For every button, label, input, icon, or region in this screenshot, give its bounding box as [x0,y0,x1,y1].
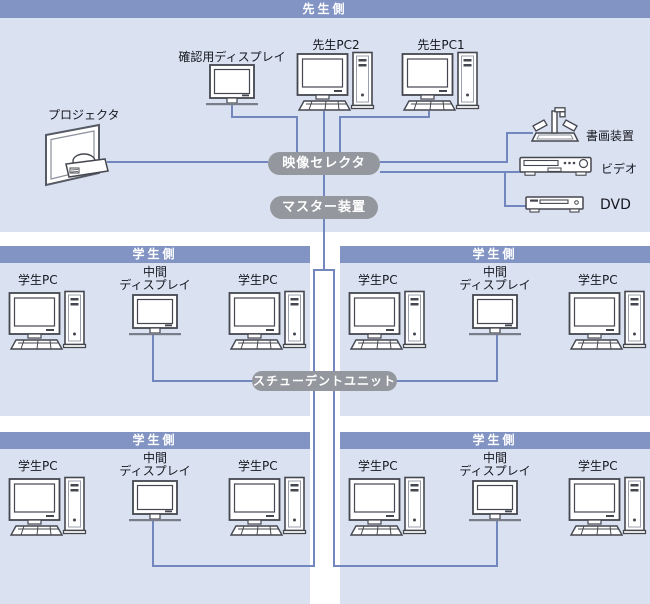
student-pc-label: 学生PC [238,273,278,287]
student-pc-label: 学生PC [238,459,278,473]
check-display-label: 確認用ディスプレイ [178,50,286,64]
connector-line [323,175,325,196]
desktop-pc-icon [8,476,88,538]
teacher-panel: 先生側 [0,0,650,232]
student-pc-label: 学生PC [358,459,398,473]
master-unit-node: マスター装置 [270,196,378,219]
mid-display-label: 中間ディスプレイ [459,451,531,478]
student-header: 学生側 [0,246,310,263]
connector-line [231,104,233,118]
connector-line [231,116,298,118]
student-header: 学生側 [0,432,310,449]
document-camera-icon [531,107,579,145]
connector-line [506,132,508,163]
doc-camera-label: 書画装置 [586,129,635,143]
monitor-icon [469,480,521,522]
teacher-header: 先生側 [0,0,650,18]
desktop-pc-icon [8,290,88,352]
desktop-pc-icon [401,51,481,113]
student-panel: 学生側 学生PC 中間ディスプレイ 学生PC [340,432,650,604]
student-pc-label: 学生PC [358,273,398,287]
connector-line [323,111,325,153]
student-unit-node: スチューデントユニット [252,371,397,391]
connector-line [152,565,315,567]
connector-line [323,219,325,271]
connector-line [333,565,498,567]
desktop-pc-icon [228,290,308,352]
connector-line [333,269,335,567]
connector-line [496,521,498,567]
student-pc-label: 学生PC [578,273,618,287]
connector-line [339,116,341,153]
dvd-label: DVD [600,197,631,213]
desktop-pc-icon [296,51,376,113]
desktop-pc-icon [228,476,308,538]
dvd-player-icon [525,193,585,215]
connector-line [506,132,533,134]
student-pc-label: 学生PC [578,459,618,473]
student-header: 学生側 [340,246,650,263]
mid-display-label: 中間ディスプレイ [119,451,191,478]
student-panel: 学生側 学生PC 中間ディスプレイ 学生PC [0,432,310,604]
connector-line [380,171,521,173]
monitor-icon [206,64,258,106]
monitor-icon [469,294,521,336]
connector-line [313,269,335,271]
connector-line [313,269,315,567]
connector-line [496,335,498,382]
connector-line [152,521,154,567]
connector-line [296,116,298,153]
connector-line [152,335,154,382]
desktop-pc-icon [568,476,648,538]
mid-display-label: 中間ディスプレイ [119,265,191,292]
vcr-icon [519,156,593,178]
desktop-pc-icon [348,476,428,538]
mid-display-label: 中間ディスプレイ [459,265,531,292]
video-label: ビデオ [601,162,638,176]
desktop-pc-icon [568,290,648,352]
connector-line [504,171,506,207]
student-pc-label: 学生PC [18,273,58,287]
connector-line [380,161,508,163]
teacher-pc2-label: 先生PC2 [312,38,360,52]
connector-line [107,161,268,163]
connector-line [339,116,430,118]
student-pc-label: 学生PC [18,459,58,473]
monitor-icon [129,294,181,336]
student-header: 学生側 [340,432,650,449]
desktop-pc-icon [348,290,428,352]
connector-line [504,205,529,207]
connector-line [428,111,430,118]
projector-icon [42,122,114,188]
projector-label: プロジェクタ [48,108,120,122]
video-selector-node: 映像セレクタ [268,152,380,175]
monitor-icon [129,480,181,522]
teacher-pc1-label: 先生PC1 [417,38,465,52]
